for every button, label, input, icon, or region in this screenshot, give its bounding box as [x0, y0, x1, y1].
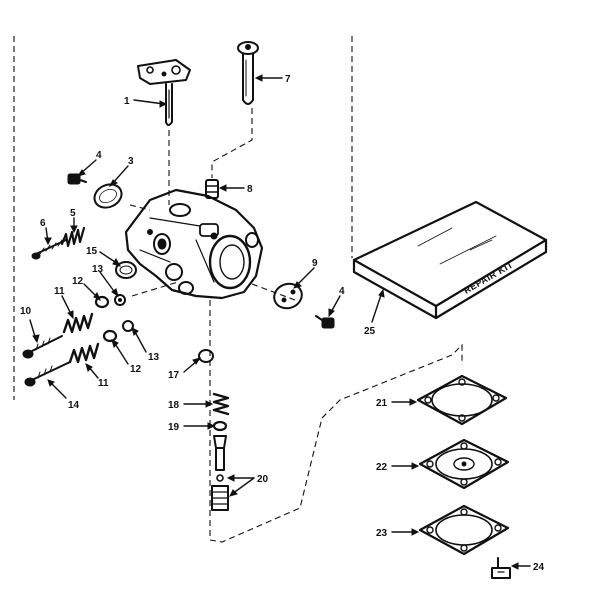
gasket-part-21: [416, 374, 508, 426]
needle-part-14: [24, 361, 71, 387]
screw-part-4-upper: [67, 173, 87, 185]
label-part-12-lower: 12: [130, 364, 142, 375]
washer-part-12-lower: [102, 329, 118, 343]
label-part-23: 23: [376, 528, 388, 539]
spring-part-11-upper: [62, 312, 94, 334]
label-part-15: 15: [86, 246, 98, 257]
plug-part-17: [198, 349, 214, 363]
part-number-labels: 1 7 8 4 3 6 5 15 13 12 11 10 13 12 11 14…: [20, 74, 545, 573]
label-part-19: 19: [168, 422, 180, 433]
leader-lines: [29, 74, 531, 570]
screw-part-24: [491, 557, 511, 579]
throttle-shaft-part-1: [137, 59, 191, 126]
spring-part-5: [60, 226, 86, 248]
needle-seat-part-20: [211, 435, 229, 511]
cover-part-23: [418, 504, 510, 556]
screw-part-4-lower: [315, 315, 335, 329]
screw-part-6: [31, 239, 67, 260]
label-part-1: 1: [124, 96, 130, 107]
label-part-14: 14: [68, 400, 80, 411]
throttle-plate-part-9: [273, 282, 303, 310]
label-part-3: 3: [128, 156, 134, 167]
choke-plate-part-3: [93, 183, 123, 209]
spring-part-18: [212, 392, 230, 416]
repair-kit-part-25: REPAIR KIT: [352, 200, 548, 320]
label-part-21: 21: [376, 398, 388, 409]
label-part-13-lower: 13: [148, 352, 160, 363]
label-part-4-upper: 4: [96, 150, 102, 161]
label-part-7: 7: [285, 74, 291, 85]
washer-part-19: [212, 420, 228, 432]
label-part-13-upper: 13: [92, 264, 104, 275]
washer-part-13-lower: [122, 320, 134, 332]
label-part-20: 20: [257, 474, 269, 485]
label-part-18: 18: [168, 400, 180, 411]
label-part-8: 8: [247, 184, 253, 195]
label-part-9: 9: [312, 258, 318, 269]
spring-part-11-lower: [68, 342, 100, 364]
repair-kit-text: REPAIR KIT: [462, 259, 515, 295]
label-part-11-lower: 11: [98, 378, 109, 389]
washer-part-12-upper: [94, 295, 110, 309]
label-part-12-upper: 12: [72, 276, 84, 287]
label-part-5: 5: [70, 208, 76, 219]
label-part-17: 17: [168, 370, 180, 381]
label-part-24: 24: [533, 562, 545, 573]
label-part-22: 22: [376, 462, 388, 473]
diaphragm-part-22: [418, 438, 510, 490]
label-part-11-upper: 11: [54, 286, 65, 297]
washer-part-13-upper: [114, 294, 126, 306]
needle-part-10: [22, 335, 63, 359]
label-part-25: 25: [364, 326, 376, 337]
label-part-10: 10: [20, 306, 32, 317]
gasket-part-15: [115, 261, 137, 279]
label-part-4-lower: 4: [339, 286, 345, 297]
label-part-6: 6: [40, 218, 46, 229]
carburetor-body: [124, 188, 264, 300]
pin-part-7: [237, 41, 259, 105]
